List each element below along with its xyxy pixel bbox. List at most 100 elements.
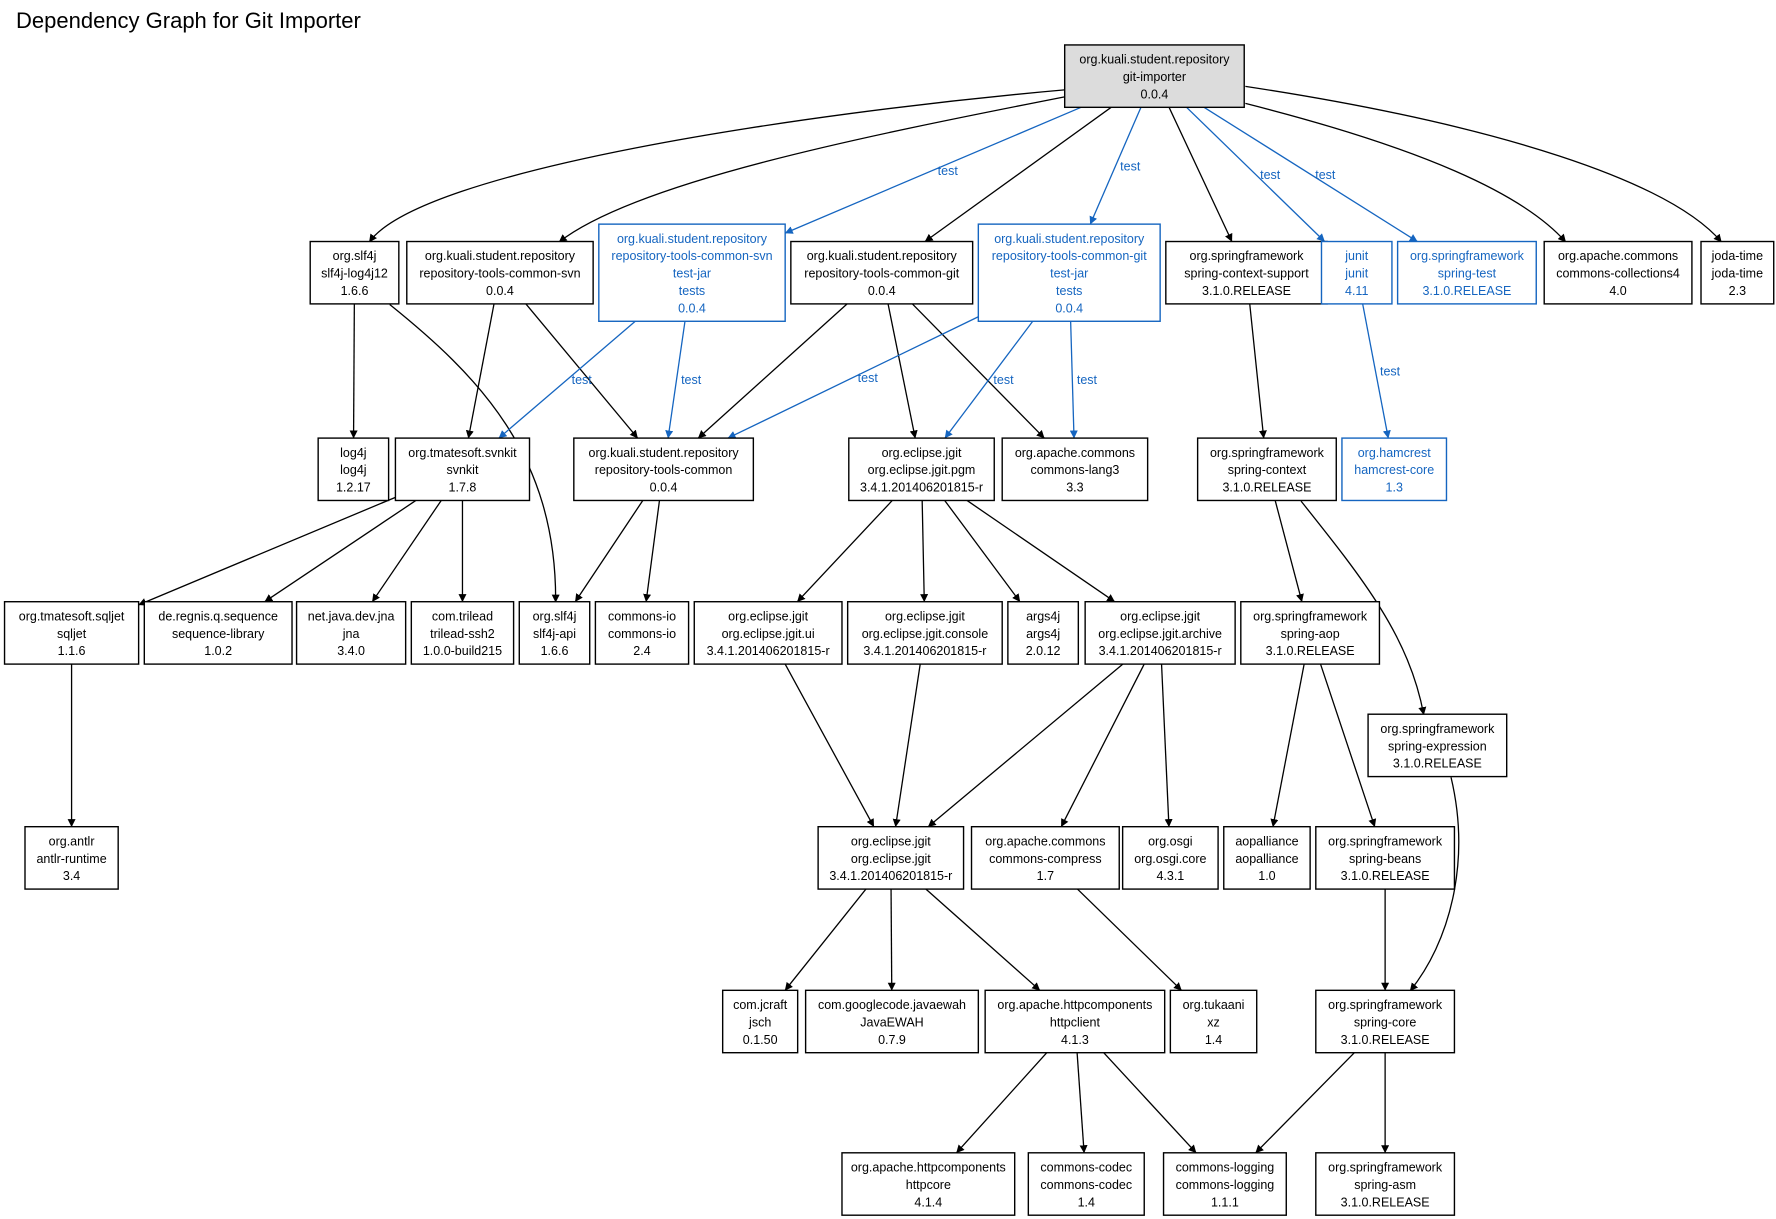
node-box <box>1121 825 1219 890</box>
node-label-line: org.springframework <box>1190 249 1305 263</box>
edge-spring-expression-to-spring-core <box>1409 777 1460 992</box>
node-label-line: org.eclipse.jgit.console <box>862 627 989 641</box>
node-box <box>984 989 1166 1054</box>
node-jgit-ui[interactable]: org.eclipse.jgitorg.eclipse.jgit.ui3.4.1… <box>693 601 843 665</box>
node-spring-core[interactable]: org.springframeworkspring-core3.1.0.RELE… <box>1315 989 1456 1054</box>
node-spring-aop[interactable]: org.springframeworkspring-aop3.1.0.RELEA… <box>1240 601 1381 665</box>
node-rtc[interactable]: org.kuali.student.repositoryrepository-t… <box>573 437 755 502</box>
node-spring-asm[interactable]: org.springframeworkspring-asm3.1.0.RELEA… <box>1315 1152 1456 1216</box>
node-box <box>598 223 786 322</box>
node-spring-context-support[interactable]: org.springframeworkspring-context-suppor… <box>1165 240 1328 305</box>
node-rtc-svn-tests[interactable]: org.kuali.student.repositoryrepository-t… <box>598 223 786 322</box>
node-rtc-git-tests[interactable]: org.kuali.student.repositoryrepository-t… <box>977 223 1161 322</box>
graph-title: Dependency Graph for Git Importer <box>16 8 361 33</box>
node-jgit-console[interactable]: org.eclipse.jgitorg.eclipse.jgit.console… <box>846 601 1003 665</box>
edge-line <box>784 888 867 991</box>
edge-line <box>920 500 929 603</box>
node-rtc-git[interactable]: org.kuali.student.repositoryrepository-t… <box>790 240 974 305</box>
node-label-line: org.eclipse.jgit <box>851 852 931 866</box>
node-label-line: org.eclipse.jgit <box>728 609 808 623</box>
node-seqlib[interactable]: de.regnis.q.sequencesequence-library1.0.… <box>143 601 293 665</box>
node-label-line: org.kuali.student.repository <box>425 249 576 263</box>
node-jgit-pgm[interactable]: org.eclipse.jgitorg.eclipse.jgit.pgm3.4.… <box>848 437 995 502</box>
edge-line <box>574 500 644 603</box>
node-label-line: org.antlr <box>49 834 95 848</box>
edge-svnkit-to-seqlib <box>264 499 417 603</box>
node-label-line: commons-lang3 <box>1030 463 1119 477</box>
node-label-line: joda-time <box>1711 267 1763 281</box>
node-label-line: log4j <box>340 463 366 477</box>
node-box <box>309 240 400 305</box>
node-jgit-archive[interactable]: org.eclipse.jgitorg.eclipse.jgit.archive… <box>1084 601 1236 665</box>
edge-line <box>665 321 686 439</box>
node-box <box>1367 713 1508 778</box>
node-label-line: com.googlecode.javaewah <box>818 998 966 1012</box>
edge-jgit-to-jsch <box>784 888 867 991</box>
node-root[interactable]: org.kuali.student.repositorygit-importer… <box>1063 44 1245 109</box>
node-label-line: trilead-ssh2 <box>430 627 495 641</box>
node-label-line: 1.2.17 <box>336 481 371 495</box>
node-label-line: org.hamcrest <box>1358 446 1431 460</box>
edge-line <box>1186 106 1326 242</box>
edge-line <box>1270 663 1305 828</box>
edge-spring-aop-to-aopalliance <box>1270 663 1305 828</box>
node-label-line: 2.3 <box>1729 284 1746 298</box>
node-box <box>1341 437 1448 502</box>
node-box <box>1315 989 1456 1054</box>
edge-rtc-to-slf4j-api <box>574 500 644 603</box>
edge-line <box>368 89 1066 243</box>
node-rtc-svn[interactable]: org.kuali.student.repositoryrepository-t… <box>406 240 594 305</box>
node-spring-beans[interactable]: org.springframeworkspring-beans3.1.0.REL… <box>1315 825 1456 890</box>
node-box <box>1165 240 1328 305</box>
node-label-line: spring-beans <box>1349 852 1421 866</box>
node-box <box>817 825 965 890</box>
edge-line <box>887 303 918 439</box>
node-label-line: org.eclipse.jgit.pgm <box>868 463 976 477</box>
edge-jgit-to-javaewah <box>887 889 896 991</box>
node-spring-test[interactable]: org.springframeworkspring-test3.1.0.RELE… <box>1396 240 1537 305</box>
edge-line <box>944 320 1034 439</box>
node-collections4[interactable]: org.apache.commonscommons-collections44.… <box>1543 240 1693 305</box>
node-spring-context[interactable]: org.springframeworkspring-context3.1.0.R… <box>1196 437 1337 502</box>
node-box <box>790 240 974 305</box>
node-label-line: 0.0.4 <box>486 284 514 298</box>
node-label-line: 1.1.6 <box>58 644 86 658</box>
node-label-line: commons-io <box>608 627 676 641</box>
edge-root-to-rtc-svn-tests: test <box>784 106 1082 234</box>
node-jgit[interactable]: org.eclipse.jgitorg.eclipse.jgit3.4.1.20… <box>817 825 965 890</box>
node-label-line: spring-asm <box>1354 1178 1416 1192</box>
node-box <box>1315 825 1456 890</box>
edge-line <box>1319 663 1377 828</box>
node-label-line: 4.0 <box>1609 284 1626 298</box>
node-box <box>693 601 843 665</box>
node-label-line: junit <box>1344 267 1368 281</box>
edge-root-to-junit: test <box>1186 106 1326 242</box>
node-box <box>1240 601 1381 665</box>
node-spring-expression[interactable]: org.springframeworkspring-expression3.1.… <box>1367 713 1508 778</box>
